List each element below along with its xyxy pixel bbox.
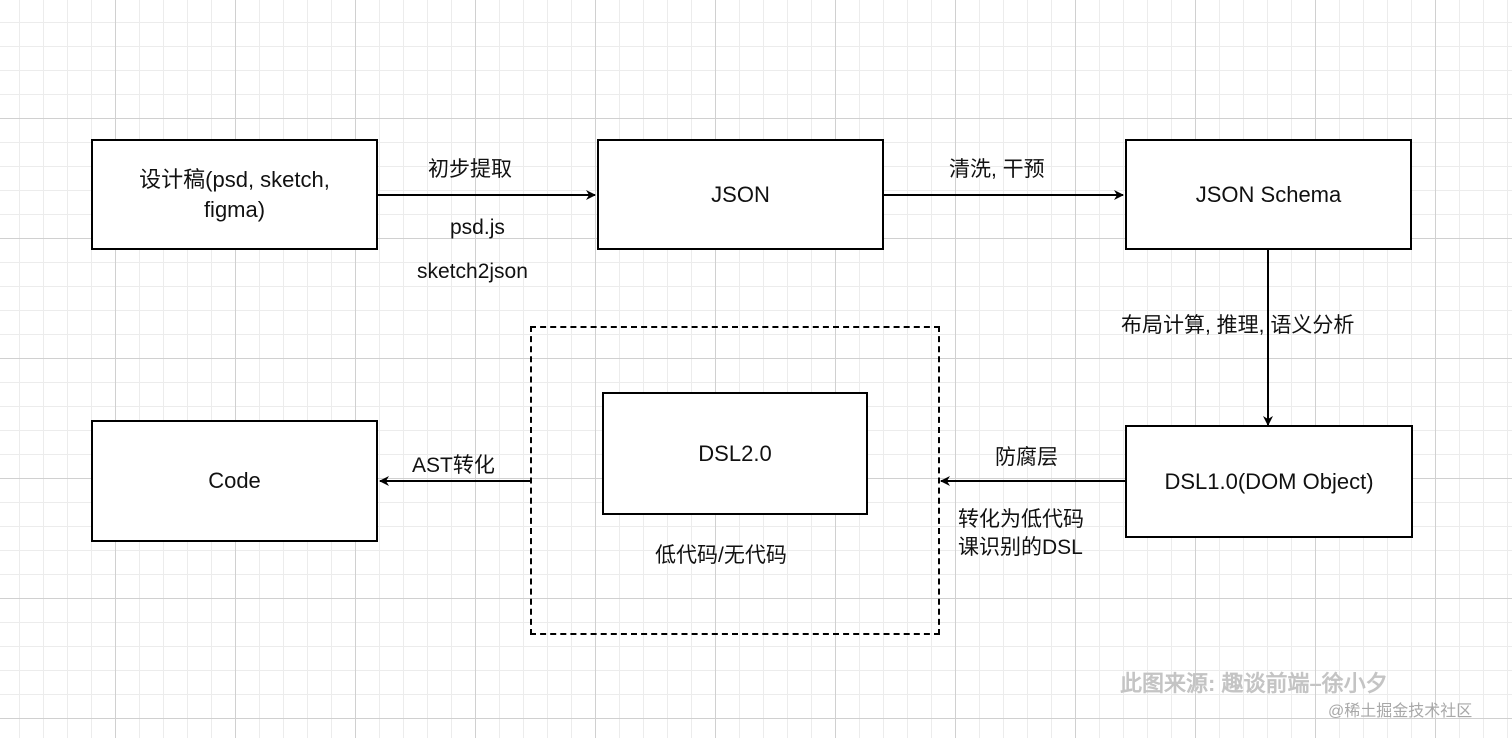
node-dsl2: DSL2.0	[602, 392, 868, 515]
label-tool-psd: psd.js	[450, 216, 505, 239]
label-clean: 清洗, 干预	[949, 158, 1045, 181]
label-anticorruption: 防腐层	[995, 446, 1058, 469]
node-dsl1: DSL1.0(DOM Object)	[1125, 425, 1413, 538]
low-code-group	[530, 326, 940, 635]
source-credit: 此图来源: 趣谈前端–徐小夕	[1120, 671, 1388, 696]
label-tool-sketch: sketch2json	[417, 260, 528, 283]
node-json: JSON	[597, 139, 884, 250]
label-extract: 初步提取	[428, 158, 512, 181]
node-json-schema: JSON Schema	[1125, 139, 1412, 250]
node-design-file: 设计稿(psd, sketch, figma)	[91, 139, 378, 250]
node-code: Code	[91, 420, 378, 542]
label-convert: 转化为低代码 课识别的DSL	[958, 508, 1084, 559]
label-layout: 布局计算, 推理, 语义分析	[1121, 314, 1355, 337]
platform-watermark: @稀土掘金技术社区	[1328, 703, 1473, 720]
label-group-caption: 低代码/无代码	[655, 544, 787, 567]
label-ast: AST转化	[412, 454, 495, 477]
